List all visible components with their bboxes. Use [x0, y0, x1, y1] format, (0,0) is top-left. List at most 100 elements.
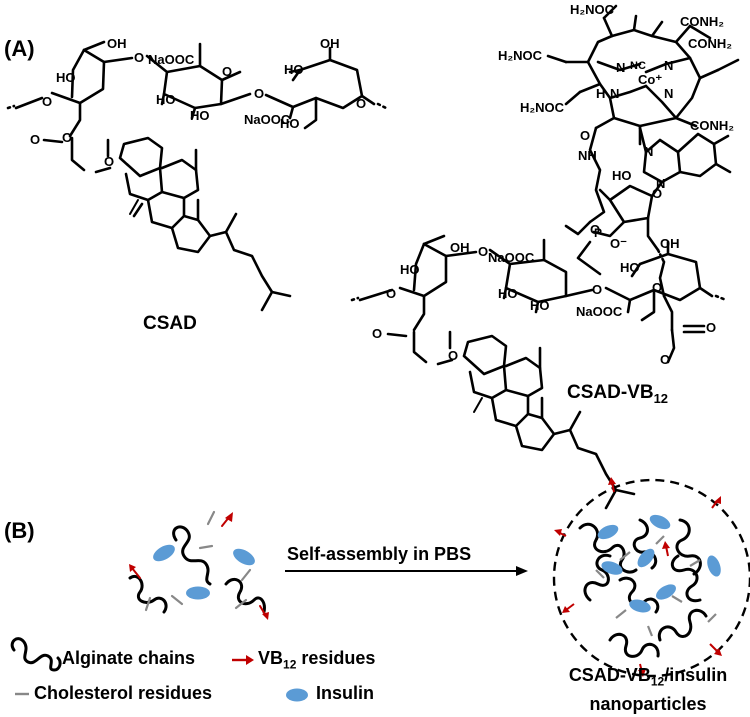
nanoparticle-label-main: CSAD-VB	[568, 665, 651, 685]
atom-label: HO	[156, 92, 176, 107]
legend-vb12-rest: residues	[296, 648, 376, 668]
nanoparticle-label-rest: /insulin	[664, 665, 728, 685]
atom-label: NaOOC	[244, 112, 291, 127]
atom-label: P	[594, 226, 603, 240]
atom-label: O	[660, 352, 671, 367]
atom-label: N	[664, 58, 674, 73]
insulin-particle	[707, 555, 721, 577]
legend-insulin-label: Insulin	[316, 683, 374, 703]
cholesterol-residue	[240, 568, 252, 582]
atom-label: O	[254, 86, 265, 101]
vb12-side-chains	[546, 4, 740, 276]
atom-label: NH	[578, 148, 597, 163]
atom-label: HO	[56, 70, 76, 85]
atom-label: NaOOC	[148, 52, 195, 67]
atom-label: HO	[284, 62, 304, 77]
atom-label: O	[30, 132, 41, 147]
legend-graphics	[10, 637, 308, 702]
atom-label: O	[706, 320, 717, 335]
legend-vb12-main: VB	[258, 648, 284, 668]
atom-label: OH	[450, 240, 470, 255]
atom-label: O	[134, 50, 145, 65]
alginate-chain	[224, 578, 266, 614]
alginate-chain	[578, 522, 638, 574]
legend-alginate-chain	[10, 637, 62, 672]
nanoparticle	[552, 477, 750, 678]
alginate-chain	[608, 632, 660, 658]
legend-vb12-sub: 12	[283, 657, 297, 672]
cholesterol-residue	[707, 613, 717, 623]
legend-vb12-label: VB12 residues	[258, 648, 375, 672]
vb12-benzimidazole	[638, 126, 732, 184]
compound-name-csad-vb12-main: CSAD-VB	[567, 382, 654, 403]
alginate-chain	[670, 554, 702, 603]
atom-label: O	[372, 326, 383, 341]
atom-label: NaOOC	[488, 250, 535, 265]
atom-label: O	[592, 282, 603, 297]
cholesterol-residue	[144, 596, 152, 612]
atom-label: NaOOC	[576, 304, 623, 319]
atom-label: OH	[107, 36, 127, 51]
insulin-particle	[597, 524, 619, 540]
atom-label: N	[656, 176, 666, 191]
atom-label: HO	[280, 116, 300, 131]
insulin-particle	[656, 584, 676, 600]
atom-label: O	[42, 94, 53, 109]
nanoparticle-boundary	[552, 478, 750, 678]
legend-vb12-arrowhead	[246, 655, 254, 665]
cholesterol-residue	[234, 598, 248, 610]
insulin-particle	[637, 548, 655, 568]
vb12-arrow	[709, 643, 719, 653]
atom-label: O	[62, 130, 73, 145]
panel-a-label: (A)	[4, 36, 35, 61]
compound-name-csad-vb12-sub: 12	[653, 390, 669, 406]
csad-vb12-middle-sugar	[488, 238, 594, 314]
compound-name-csad: CSAD	[143, 313, 197, 334]
cholesterol-residue	[689, 559, 701, 567]
atom-label: H₂NOC	[570, 2, 615, 17]
vb12-ester-linker	[662, 294, 706, 364]
atom-label: HO	[612, 168, 632, 183]
atom-label: Co⁺	[638, 72, 663, 87]
atom-label: N	[610, 86, 620, 101]
csad-vb12-cholesterol-double-bond	[473, 397, 483, 413]
csad-right-sugar-ring	[264, 46, 376, 130]
csad-left-sugar-ring	[14, 40, 134, 174]
atom-label: CONH₂	[688, 36, 733, 51]
legend-alginate-label: Alginate chains	[62, 648, 196, 668]
atom-label: H₂NOC	[498, 48, 543, 63]
csad-cholesterol-skeleton	[118, 136, 292, 312]
self-assembly-label: Self-assembly in PBS	[287, 544, 472, 564]
atom-label: CONH₂	[690, 118, 735, 133]
atom-label: O	[580, 128, 591, 143]
atom-label: O	[356, 96, 367, 111]
atom-label: O	[590, 222, 601, 237]
alginate-chain	[657, 608, 708, 642]
insulin-particle	[186, 586, 210, 600]
atom-label: N	[616, 60, 626, 75]
nanoparticle-label-line2: nanoparticles	[589, 693, 707, 714]
atom-label: N	[644, 144, 654, 159]
insulin-particle	[233, 548, 255, 566]
compound-name-csad-vb12: CSAD-VB12	[567, 382, 668, 406]
panel-b-label: (B)	[4, 518, 35, 543]
atom-label: HO	[498, 286, 518, 301]
nanoparticle-label-sub: 12	[650, 674, 665, 689]
atom-label: O	[386, 286, 397, 301]
atom-label: OH	[660, 236, 680, 251]
atom-label: O	[652, 186, 663, 201]
self-assembly-arrow	[285, 566, 528, 576]
atom-label: O	[652, 280, 663, 295]
cholesterol-residue	[595, 569, 605, 579]
atom-label: HO	[400, 262, 420, 277]
atom-label: HO	[620, 260, 640, 275]
csad-cholesterol-double-bond	[129, 199, 139, 215]
csad-middle-sugar-ring	[145, 42, 252, 120]
atom-label: N	[664, 86, 674, 101]
free-components-cluster	[128, 510, 269, 620]
nanoparticle-label: CSAD-VB12/insulin nanoparticles	[553, 664, 743, 715]
cholesterol-residue	[198, 544, 214, 550]
atom-label: O	[448, 348, 459, 363]
atom-label: O	[104, 154, 115, 169]
